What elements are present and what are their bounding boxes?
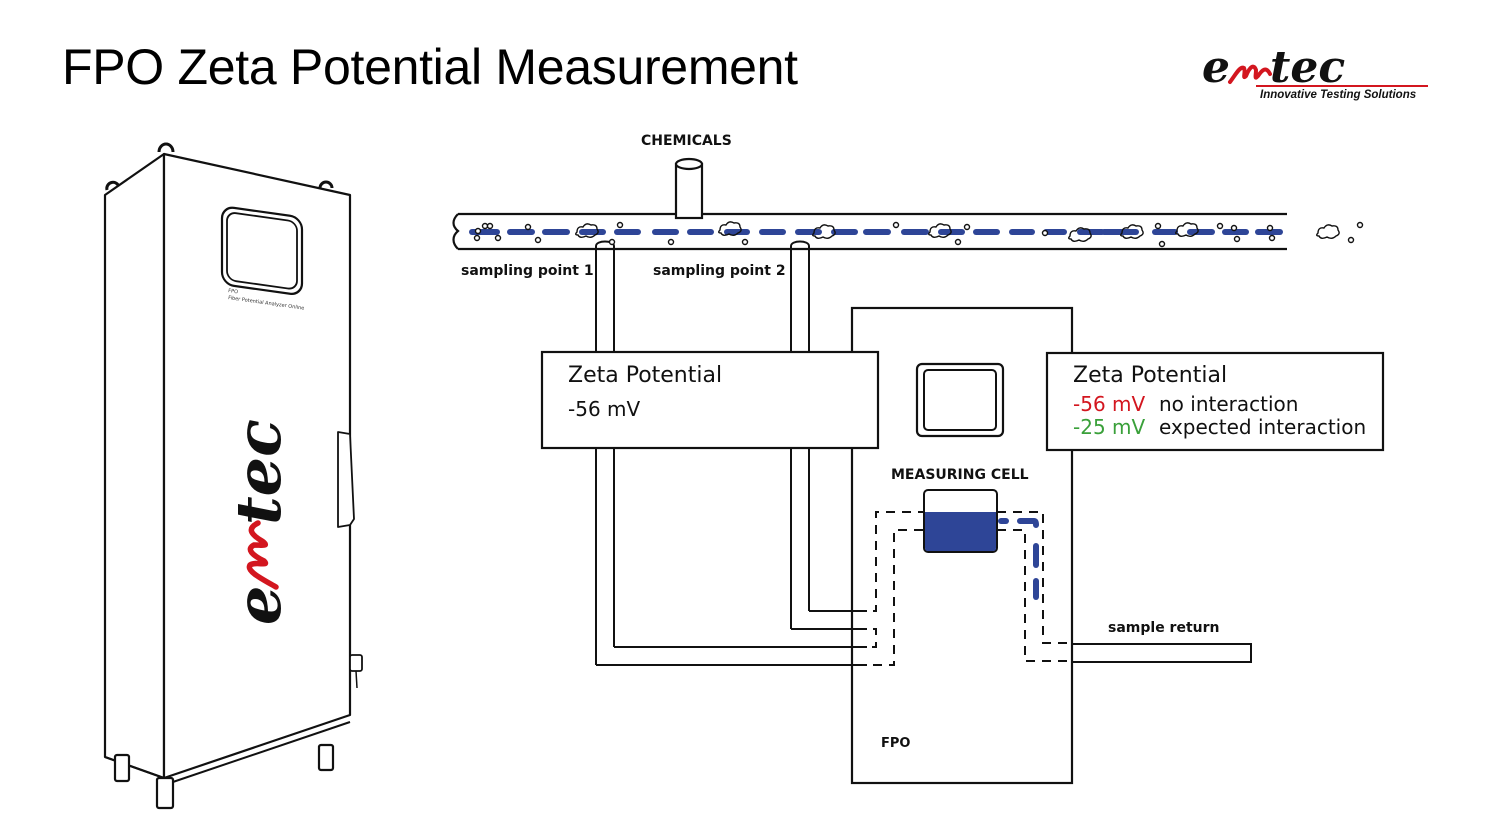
fiber-floc-icon bbox=[718, 221, 742, 236]
outflow-dashes bbox=[998, 518, 1039, 600]
emtec-logo: e tec Innovative Testing Solutions bbox=[1202, 44, 1428, 101]
fpo-cabinet-illustration bbox=[103, 142, 363, 810]
logo-tagline: Innovative Testing Solutions bbox=[1260, 89, 1416, 101]
particle-icon bbox=[486, 222, 494, 230]
fiber-floc-icon bbox=[1316, 224, 1340, 239]
particle-icon bbox=[473, 234, 481, 242]
particle-icon bbox=[1216, 222, 1224, 230]
particle-icon bbox=[667, 238, 675, 246]
internal-sample-paths bbox=[857, 511, 1072, 666]
lifting-eye-icon bbox=[318, 180, 334, 189]
particle-icon bbox=[494, 234, 502, 242]
particle-icon bbox=[474, 227, 482, 235]
zeta-box-right-title: Zeta Potential bbox=[1073, 363, 1227, 388]
fpo-unit-outline bbox=[850, 306, 1074, 785]
cabinet-model-label: FPO bbox=[228, 288, 239, 295]
fiber-floc-icon bbox=[812, 224, 836, 239]
particle-icon bbox=[1154, 222, 1162, 230]
fiber-floc-icon bbox=[1175, 222, 1199, 237]
fpo-label: FPO bbox=[881, 736, 910, 751]
zeta-box-left-title: Zeta Potential bbox=[568, 363, 722, 388]
logo-m-swoosh bbox=[1228, 64, 1272, 84]
cabinet-brand-logo: e tec bbox=[222, 419, 295, 625]
particle-icon bbox=[1158, 240, 1166, 248]
measuring-cell-fill bbox=[925, 512, 996, 551]
fiber-floc-icon bbox=[1068, 227, 1092, 242]
zeta-box-right: Zeta Potential -56 mV no interaction -25… bbox=[1045, 351, 1385, 452]
fiber-floc-icon bbox=[1120, 224, 1144, 239]
cabinet-brand-swoosh bbox=[246, 520, 279, 590]
particle-icon bbox=[534, 236, 542, 244]
zeta-desc-no-interaction: no interaction bbox=[1159, 392, 1298, 416]
particle-icon bbox=[892, 221, 900, 229]
chemicals-label: CHEMICALS bbox=[641, 133, 732, 149]
zeta-desc-expected-interaction: expected interaction bbox=[1159, 415, 1366, 439]
sample-return-pipe bbox=[1072, 643, 1252, 663]
zeta-value-no-interaction: -56 mV bbox=[1073, 392, 1146, 416]
logo-tec: tec bbox=[1270, 44, 1345, 93]
sample-return-label: sample return bbox=[1108, 620, 1220, 636]
fiber-flow bbox=[469, 221, 1364, 248]
logo-e: e bbox=[1202, 44, 1230, 93]
particle-icon bbox=[954, 238, 962, 246]
particle-icon bbox=[524, 223, 532, 231]
sampling-lines bbox=[595, 240, 867, 666]
particle-icon bbox=[1347, 236, 1355, 244]
sampling-point-2-label: sampling point 2 bbox=[653, 263, 786, 279]
particle-icon bbox=[608, 238, 616, 246]
zeta-box-left: Zeta Potential -56 mV bbox=[540, 350, 880, 450]
particle-icon bbox=[1233, 235, 1241, 243]
particle-icon bbox=[481, 222, 489, 230]
cabinet-brand-e: e bbox=[222, 586, 295, 625]
zeta-box-left-value: -56 mV bbox=[568, 397, 641, 421]
chemicals-inlet bbox=[674, 157, 704, 220]
particle-icon bbox=[1230, 224, 1238, 232]
particle-icon bbox=[1356, 221, 1364, 229]
zeta-value-expected-interaction: -25 mV bbox=[1073, 415, 1146, 439]
fiber-floc-icon bbox=[928, 223, 952, 238]
particle-icon bbox=[1266, 224, 1274, 232]
cabinet-brand-tec: tec bbox=[222, 419, 295, 525]
particle-icon bbox=[741, 238, 749, 246]
lifting-eye-icon bbox=[157, 142, 175, 153]
sampling-point-1-label: sampling point 1 bbox=[461, 263, 594, 279]
particle-icon bbox=[616, 221, 624, 229]
cabinet-handle-icon bbox=[337, 431, 355, 528]
measuring-cell-label: MEASURING CELL bbox=[891, 467, 1029, 483]
particle-icon bbox=[963, 223, 971, 231]
cabinet-lock-icon bbox=[349, 654, 363, 672]
measuring-cell bbox=[923, 489, 998, 553]
fiber-floc-icon bbox=[575, 223, 599, 238]
slide-title: FPO Zeta Potential Measurement bbox=[62, 39, 798, 95]
particle-icon bbox=[1041, 229, 1049, 237]
particle-icon bbox=[1268, 234, 1276, 242]
